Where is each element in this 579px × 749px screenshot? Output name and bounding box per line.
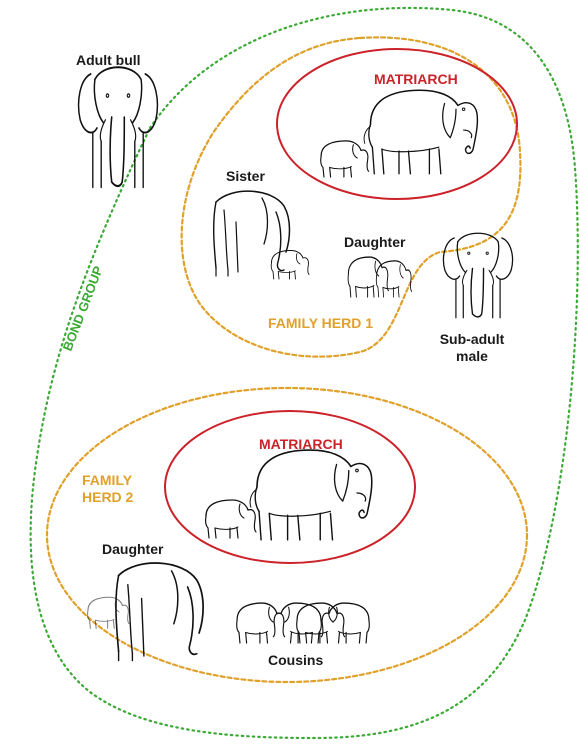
matriarch-label-2: MATRIARCH bbox=[259, 436, 343, 453]
adult-bull-elephant-icon bbox=[79, 67, 158, 187]
sub-adult-male-label-line1: Sub-adult bbox=[436, 331, 508, 348]
adult-bull-label: Adult bull bbox=[76, 52, 141, 69]
sub-adult-male-label-line2: male bbox=[436, 348, 508, 365]
daughter-elephant-pair-icon bbox=[348, 257, 412, 297]
sub-adult-male-label: Sub-adult male bbox=[436, 331, 508, 365]
family-herd-2-label-line1: FAMILY bbox=[82, 472, 133, 489]
daughter-label-2: Daughter bbox=[102, 541, 163, 558]
matriarch-ring-2 bbox=[165, 411, 415, 563]
family-herd-1-label: FAMILY HERD 1 bbox=[268, 315, 373, 332]
sub-adult-male-elephant-icon bbox=[443, 233, 512, 318]
family-herd-1-outline bbox=[182, 37, 521, 356]
cousin-elephants-icon bbox=[237, 603, 370, 643]
cousins-label: Cousins bbox=[268, 652, 323, 669]
matriarch-label-1: MATRIARCH bbox=[374, 71, 458, 88]
sister-elephant-with-calf-icon bbox=[214, 191, 309, 279]
bond-group-outline bbox=[31, 8, 578, 738]
family-herd-2-label-line2: HERD 2 bbox=[82, 489, 133, 506]
matriarch-elephant-with-calf-icon-2 bbox=[206, 450, 372, 540]
matriarch-elephant-with-calf-icon-1 bbox=[321, 90, 478, 177]
family-herd-2-label: FAMILY HERD 2 bbox=[82, 472, 133, 506]
daughter-label-1: Daughter bbox=[344, 234, 405, 251]
sister-label: Sister bbox=[226, 168, 265, 185]
daughter-elephant-with-calf-icon bbox=[88, 563, 203, 661]
